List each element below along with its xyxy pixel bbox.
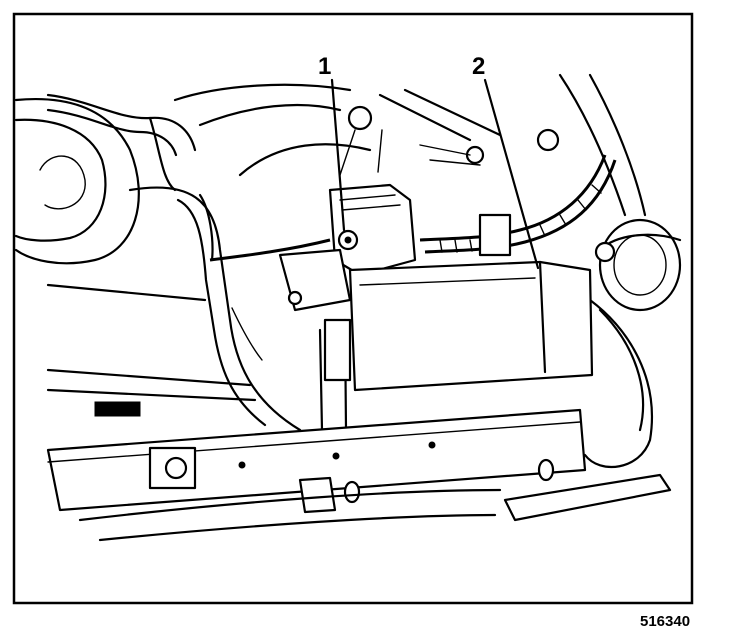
callout-2-label: 2 <box>472 53 485 80</box>
callout-leaders <box>330 78 540 270</box>
background-structure <box>14 73 682 469</box>
callout-1-label: 1 <box>318 53 331 80</box>
figure-number: 516340 <box>640 613 690 630</box>
front-cross-member <box>46 408 672 542</box>
wiring-harness <box>198 154 617 361</box>
fuse-block-2 <box>323 105 594 392</box>
